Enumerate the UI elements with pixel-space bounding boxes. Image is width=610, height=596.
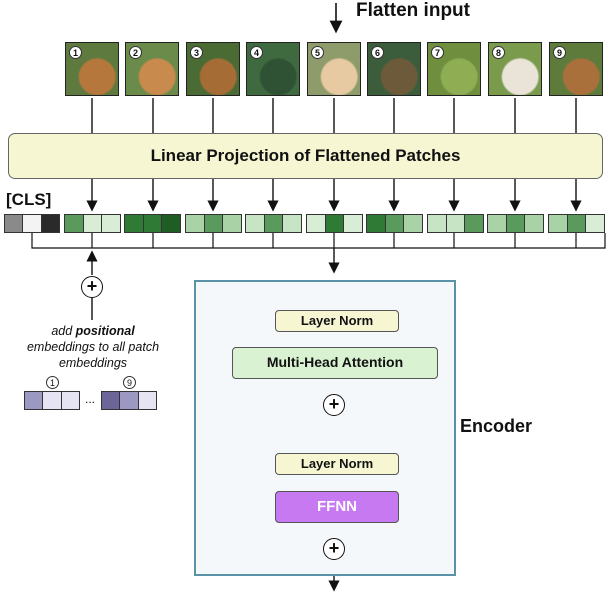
embedding-cell [43,392,62,409]
patch-embedding [366,214,423,233]
positional-first-number: 1 [46,376,59,389]
embedding-cell [404,215,423,232]
embedding-cell [283,215,302,232]
image-patch: 4 [246,42,300,96]
cls-label: [CLS] [6,190,52,209]
positional-last-number: 9 [123,376,136,389]
patch-embedding [185,214,242,233]
embedding-cell [488,215,507,232]
add-positional-plus-icon: + [81,276,103,298]
residual-add-2-icon: + [323,538,345,560]
layer-norm-2: Layer Norm [275,453,399,475]
patch-number: 1 [69,46,82,59]
embedding-cell [120,392,139,409]
patch-embedding [124,214,181,233]
embedding-cell [465,215,484,232]
embedding-cell [385,215,405,232]
image-patch: 5 [307,42,361,96]
flatten-input-label: Flatten input [356,0,470,21]
embedding-cell [25,392,44,409]
embedding-cell [223,215,242,232]
patch-number: 7 [431,46,444,59]
patch-number: 2 [129,46,142,59]
image-patch: 8 [488,42,542,96]
patch-embedding [245,214,302,233]
embedding-cell [307,215,326,232]
patch-number: 9 [553,46,566,59]
embedding-cell [65,215,84,232]
embedding-cell [41,215,59,232]
encoder-label: Encoder [460,416,533,436]
embedding-cell [264,215,284,232]
embedding-cell [61,392,79,409]
layer-norm-1: Layer Norm [275,310,399,332]
embedding-cell [506,215,526,232]
image-patch: 1 [65,42,119,96]
embedding-cell [586,215,605,232]
patch-embedding [64,214,121,233]
embedding-cell [344,215,363,232]
image-patch: 9 [549,42,603,96]
embedding-cell [162,215,181,232]
embedding-cell [567,215,587,232]
positional-text-prefix: add [51,324,73,338]
image-patch: 7 [427,42,481,96]
image-patch: 2 [125,42,179,96]
patch-embedding [548,214,605,233]
positional-description: add positional embeddings to all patch e… [18,323,168,371]
patch-number: 8 [492,46,505,59]
linear-projection-box: Linear Projection of Flattened Patches [8,133,603,179]
ffnn-block: FFNN [275,491,399,523]
embedding-cell [83,215,103,232]
embedding-cell [367,215,386,232]
patch-embedding [487,214,544,233]
patch-number: 4 [250,46,263,59]
embedding-cell [143,215,163,232]
embedding-cell [23,215,42,232]
patch-embedding [427,214,484,233]
embedding-cell [5,215,24,232]
positional-text-suffix: embeddings to all patch embeddings [26,340,160,370]
residual-add-1-icon: + [323,394,345,416]
patch-embedding [306,214,363,233]
positional-embedding-last [101,391,157,410]
embedding-cell [138,392,156,409]
embedding-cell [204,215,224,232]
embedding-cell [102,215,121,232]
embedding-cell [102,392,121,409]
embedding-cell [125,215,144,232]
positional-text-bold: positional [75,324,135,338]
positional-embedding-first [24,391,80,410]
image-patch: 3 [186,42,240,96]
embedding-cell [428,215,447,232]
positional-ellipsis: ... [85,392,96,406]
patch-number: 5 [311,46,324,59]
image-patch: 6 [367,42,421,96]
cls-embedding [4,214,60,233]
embedding-cell [325,215,345,232]
embedding-cell [446,215,466,232]
embedding-cell [549,215,568,232]
embedding-cell [186,215,205,232]
multi-head-attention: Multi-Head Attention [232,347,438,379]
embedding-cell [246,215,265,232]
patch-number: 6 [371,46,384,59]
patch-number: 3 [190,46,203,59]
embedding-cell [525,215,544,232]
